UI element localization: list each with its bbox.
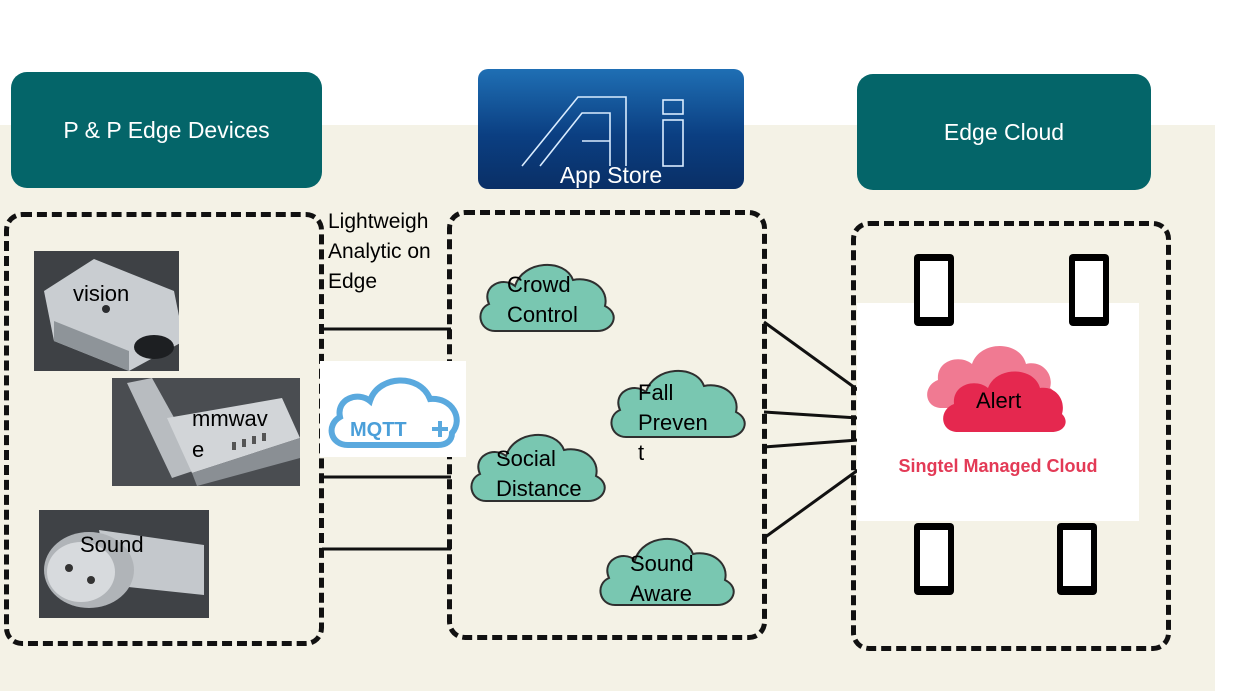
social-distance-label: Social Distance (496, 444, 582, 504)
sound-aware-cloud-icon (599, 538, 735, 606)
fall-prevent-line-2: Preven (638, 410, 708, 435)
singtel-managed-cloud-label: Singtel Managed Cloud (898, 456, 1098, 476)
mqtt-logo: MQTT (320, 361, 466, 457)
smartphone-icon (914, 254, 954, 326)
connector-line-6 (763, 438, 859, 449)
connector-line-5 (763, 410, 859, 420)
fall-prevent-label: Fall Preven t (638, 378, 708, 468)
sound-aware-line-1: Sound (630, 551, 694, 576)
fall-prevent-cloud-icon (610, 370, 746, 438)
ai-logo-icon (521, 96, 684, 167)
alert-cloud: Alert (920, 336, 1066, 436)
mmwave-device-image: mmwav e (112, 378, 300, 486)
edge-cloud-group (851, 221, 1171, 651)
mqtt-label: MQTT (350, 419, 407, 441)
mmwave-label-line-2: e (192, 437, 205, 462)
crowd-control-cloud-icon (479, 264, 615, 332)
lightweight-line-1: Lightweigh (328, 210, 429, 233)
mmwave-sensor-icon (112, 378, 300, 486)
header-edge-devices-label: P & P Edge Devices (63, 116, 270, 143)
mqtt-cloud-icon (328, 377, 460, 448)
social-distance-line-1: Social (496, 446, 556, 471)
lightweight-line-3: Edge (328, 270, 378, 293)
crowd-control-label: Crowd Control (507, 270, 578, 330)
alert-label: Alert (976, 388, 1022, 413)
social-distance-cloud-icon (470, 434, 606, 502)
sound-sensor-icon (39, 510, 209, 618)
vision-camera-icon (34, 251, 179, 371)
vision-label: vision (73, 281, 130, 306)
sound-aware-app: Sound Aware (593, 524, 740, 609)
smartphone-icon (1057, 523, 1097, 595)
connector-line-7 (763, 468, 859, 540)
smartphone-icon (914, 523, 954, 595)
fall-prevent-line-3: t (638, 440, 645, 465)
header-edge-devices: P & P Edge Devices (11, 72, 322, 188)
fall-prevent-app: Fall Preven t (604, 356, 751, 465)
social-distance-line-2: Distance (496, 476, 582, 501)
social-distance-app: Social Distance (464, 420, 611, 505)
alert-cloud-icon (927, 346, 1066, 432)
mmwave-label-line-1: mmwav (192, 406, 268, 431)
lightweight-analytic-label: Lightweigh Analytic on Edge (328, 207, 458, 297)
header-edge-cloud-label: Edge Cloud (943, 118, 1065, 145)
connector-line-4 (763, 320, 859, 392)
crowd-control-line-1: Crowd (507, 272, 571, 297)
smartphone-icon (1069, 254, 1109, 326)
ai-app-store-logo (478, 69, 744, 189)
vision-device-image: vision (34, 251, 179, 371)
sound-device-image: Sound (39, 510, 209, 618)
sound-label: Sound (80, 532, 144, 557)
sound-aware-line-2: Aware (630, 581, 692, 606)
sound-aware-label: Sound Aware (630, 549, 694, 609)
lightweight-line-2: Analytic on (328, 240, 431, 263)
crowd-control-app: Crowd Control (473, 250, 620, 335)
fall-prevent-line-1: Fall (638, 380, 674, 405)
header-edge-cloud: Edge Cloud (857, 74, 1151, 190)
crowd-control-line-2: Control (507, 302, 578, 327)
app-store-label: App Store (559, 162, 663, 188)
